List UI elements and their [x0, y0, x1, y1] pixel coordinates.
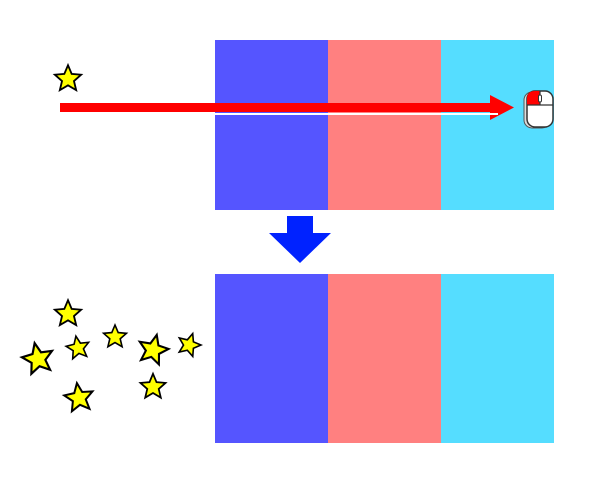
before-panel: [215, 40, 554, 210]
mouse-left-click-icon: [523, 90, 554, 129]
after-panel: [215, 274, 554, 443]
result-star-icon: [174, 329, 205, 359]
result-star-icon: [61, 380, 96, 413]
down-arrow-shape: [269, 216, 331, 263]
drag-arrow-shaft: [60, 103, 498, 112]
mouse-left-button: [527, 91, 540, 105]
result-star-icon: [53, 299, 83, 327]
drag-source-star-icon: [53, 64, 83, 92]
result-star-cluster: [18, 299, 205, 413]
before-band-pink: [328, 40, 441, 210]
result-star-icon: [134, 330, 173, 367]
before-band-blue: [215, 40, 328, 210]
drag-arrow: [60, 95, 514, 120]
arrow-down-icon: [269, 216, 331, 263]
after-band-cyan: [441, 274, 554, 443]
result-star-icon: [63, 333, 92, 361]
result-star-icon: [18, 338, 57, 377]
result-star-icon: [139, 372, 167, 399]
after-band-pink: [328, 274, 441, 443]
after-band-blue: [215, 274, 328, 443]
result-star-icon: [102, 324, 128, 348]
